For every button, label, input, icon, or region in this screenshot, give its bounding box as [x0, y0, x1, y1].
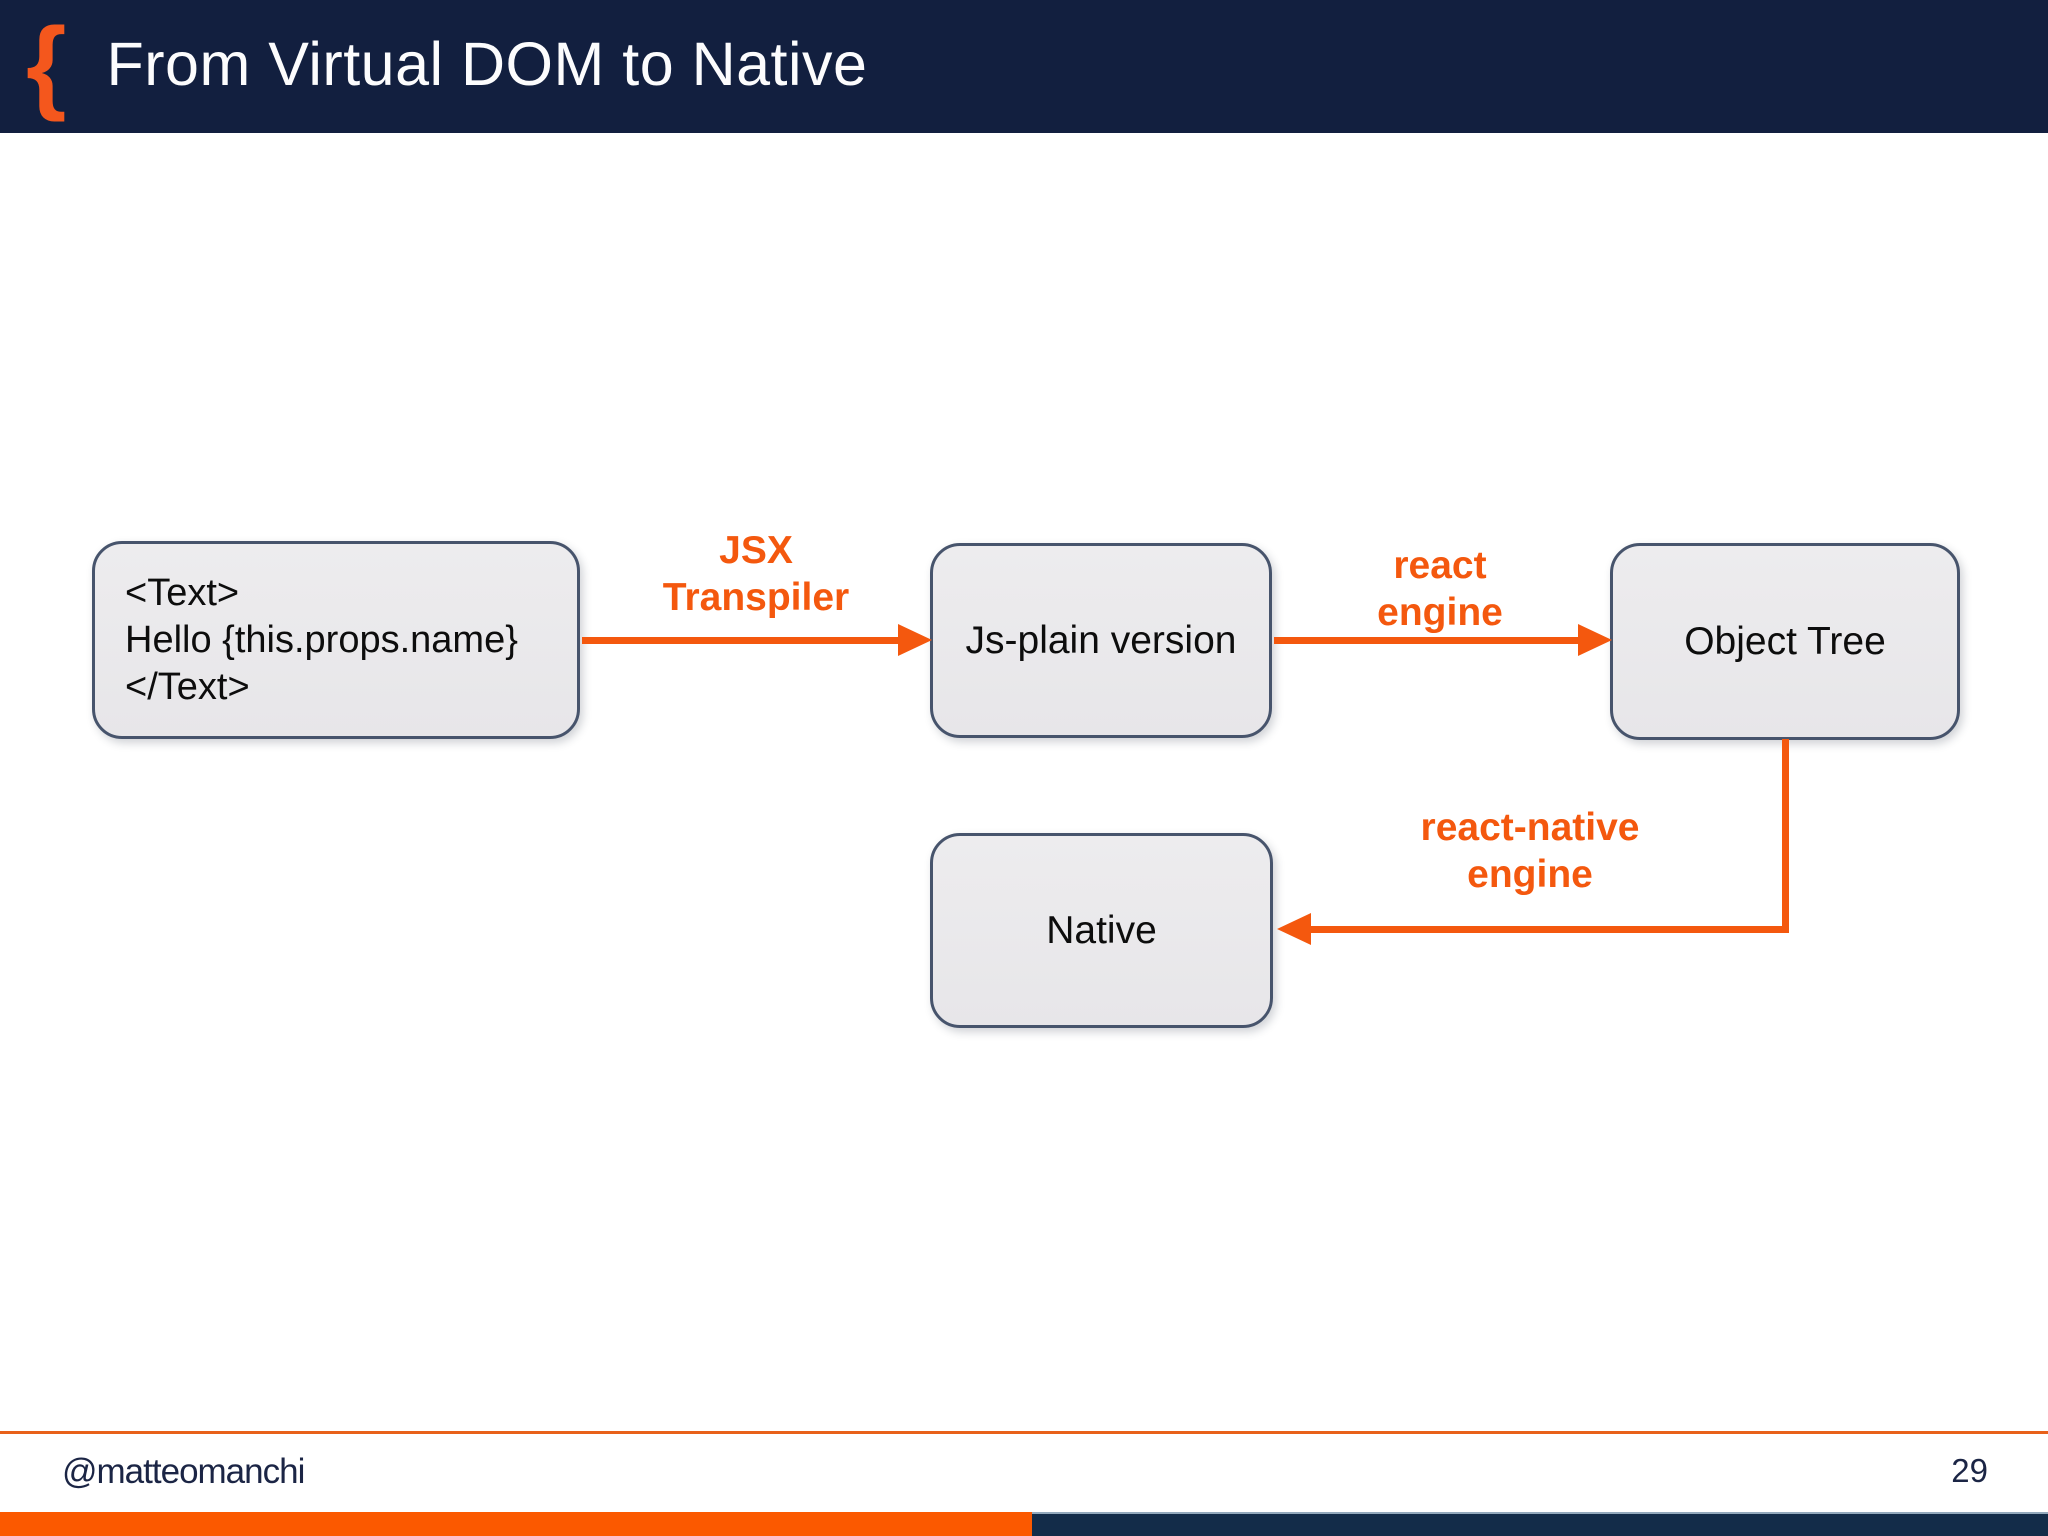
- arrow-react-native-horizontal-line: [1309, 926, 1789, 933]
- footer-divider: [0, 1431, 2048, 1434]
- node-js-plain-version: Js-plain version: [930, 543, 1272, 738]
- label-line: Transpiler: [662, 576, 850, 619]
- jsx-code-line: <Text>: [125, 571, 240, 614]
- label-line: JSX: [719, 529, 793, 572]
- author-handle: @matteomanchi: [62, 1452, 305, 1491]
- node-label: Object Tree: [1684, 619, 1886, 663]
- jsx-code-line: </Text>: [125, 665, 250, 708]
- slide-header: { From Virtual DOM to Native: [0, 0, 2048, 133]
- node-label: Js-plain version: [965, 618, 1237, 662]
- arrow-jsx-transpiler-line: [582, 637, 900, 644]
- label-line: react: [1393, 544, 1487, 587]
- node-native: Native: [930, 833, 1273, 1028]
- label-line: engine: [1377, 591, 1503, 634]
- page-number: 29: [1951, 1452, 1988, 1489]
- arrow-left-icon: [1277, 913, 1311, 945]
- bottom-bar-orange: [0, 1512, 1032, 1536]
- label-line: react-native: [1420, 806, 1640, 849]
- node-object-tree: Object Tree: [1610, 543, 1960, 740]
- arrow-react-native-vertical-line: [1782, 739, 1789, 933]
- curly-brace-icon: {: [26, 6, 67, 123]
- jsx-transpiler-label: JSX Transpiler: [606, 527, 906, 621]
- react-native-engine-label: react-native engine: [1330, 804, 1730, 898]
- label-line: engine: [1467, 853, 1593, 896]
- arrow-react-engine-line: [1274, 637, 1580, 644]
- node-label: Native: [1046, 908, 1157, 952]
- arrow-right-icon: [898, 624, 932, 656]
- node-jsx-source: <Text> Hello {this.props.name} </Text>: [92, 541, 580, 739]
- react-engine-label: react engine: [1290, 542, 1590, 636]
- page-title: From Virtual DOM to Native: [106, 29, 868, 98]
- jsx-code-snippet: <Text> Hello {this.props.name} </Text>: [125, 570, 518, 711]
- bottom-bar-navy: [1032, 1512, 2048, 1536]
- jsx-code-line: Hello {this.props.name}: [125, 618, 518, 661]
- arrow-right-icon: [1578, 624, 1612, 656]
